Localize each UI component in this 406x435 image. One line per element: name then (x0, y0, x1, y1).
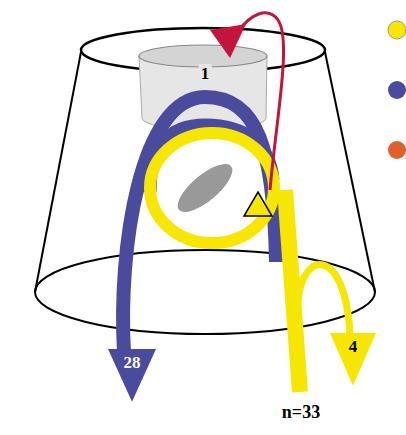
red-flow (238, 13, 284, 190)
cone-base (35, 250, 375, 334)
count-number: 4 (330, 333, 376, 357)
yellow-branch (298, 265, 350, 334)
grey-object (171, 156, 240, 220)
blue-flow (123, 97, 276, 352)
legend-marker (388, 21, 406, 39)
red-arrowhead (210, 24, 246, 58)
cone-side (325, 52, 375, 292)
triangle-fill (108, 349, 156, 402)
callout-number: 1 (199, 64, 212, 84)
yellow-marker (244, 192, 272, 216)
legend-marker (388, 141, 406, 159)
triangle-fill (330, 333, 376, 386)
count-number: 28 (108, 349, 156, 373)
yellow-outcome-triangle: 4 (330, 333, 376, 386)
legend-marker (388, 81, 406, 99)
blue-outcome-triangle: 28 (108, 349, 156, 402)
sample-size: n=33 (280, 402, 322, 423)
cone-side (35, 52, 81, 292)
yellow-loop (150, 133, 274, 243)
